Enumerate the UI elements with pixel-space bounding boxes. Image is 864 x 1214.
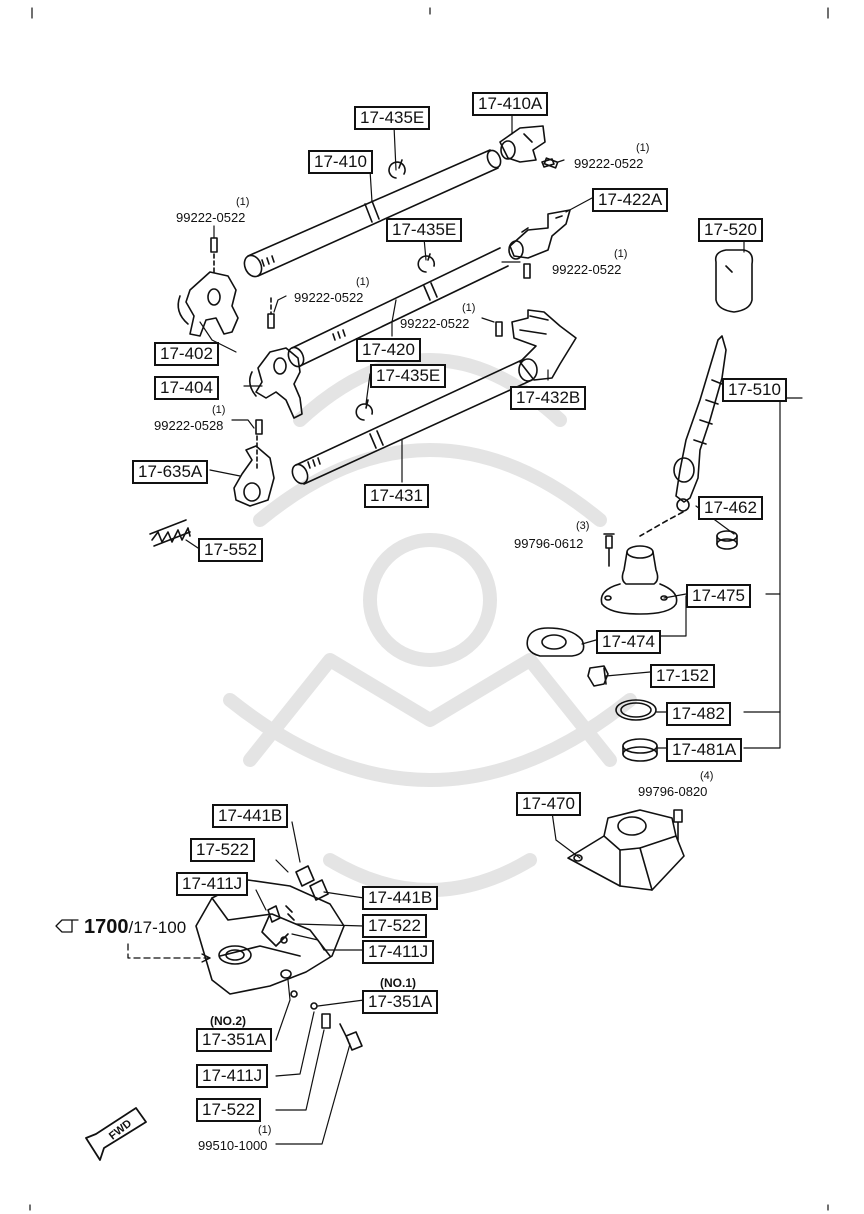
callout-17-422A: 17-422A	[592, 188, 669, 212]
shift-lever-17-510	[673, 335, 727, 512]
callout-17-482: 17-482	[666, 702, 731, 726]
note-no1: (NO.1)	[380, 976, 416, 990]
shift-rod-17-431	[291, 359, 533, 485]
shift-fork-17-402	[177, 271, 239, 337]
callout-17-441B-right: 17-441B	[362, 886, 439, 910]
rod-end-17-410A	[499, 125, 555, 168]
part-number-p2: 99222-0522	[176, 210, 246, 225]
callout-17-522-upper: 17-522	[190, 838, 255, 862]
callout-17-435E-top: 17-435E	[354, 106, 431, 130]
bushing-17-462	[716, 530, 738, 550]
callout-17-431: 17-431	[364, 484, 429, 508]
callout-17-635A: 17-635A	[132, 460, 209, 484]
callout-17-402: 17-402	[154, 342, 219, 366]
callout-17-420: 17-420	[356, 338, 421, 362]
part-number-p8: 99796-0820	[638, 784, 708, 799]
rod-end-17-422A	[508, 209, 571, 260]
callout-17-481A: 17-481A	[666, 738, 743, 762]
qty-p8: (4)	[700, 770, 714, 782]
qty-p1: (1)	[636, 142, 650, 154]
reference-subgroup: /17-100	[128, 918, 187, 937]
shift-rod-17-420	[287, 247, 509, 368]
qty-p5: (1)	[462, 302, 476, 314]
callout-17-520: 17-520	[698, 218, 763, 242]
housing-17-475	[600, 545, 678, 615]
callout-17-441B-upper: 17-441B	[212, 804, 289, 828]
callout-17-351A-no2: 17-351A	[196, 1028, 273, 1052]
qty-p3: (1)	[614, 248, 628, 260]
callout-leaders	[185, 111, 803, 1145]
callout-17-470: 17-470	[516, 792, 581, 816]
callout-17-410: 17-410	[308, 150, 373, 174]
case-17-470	[567, 809, 685, 891]
callout-17-152: 17-152	[650, 664, 715, 688]
callout-17-522-lower: 17-522	[196, 1098, 261, 1122]
leader-dashes	[213, 253, 272, 471]
rod-end-17-432B	[511, 309, 577, 382]
part-number-p4: 99222-0522	[294, 290, 364, 305]
bolt-99796-0820	[673, 809, 683, 841]
part-number-p3: 99222-0522	[552, 262, 622, 277]
gasket-17-474	[526, 627, 585, 657]
fwd-arrow-icon	[85, 1107, 147, 1161]
reference-group: 1700	[84, 916, 129, 938]
part-number-p5: 99222-0522	[400, 316, 470, 331]
callout-17-475: 17-475	[686, 584, 751, 608]
bracket-17-635A	[233, 445, 275, 507]
e-clip-lower	[355, 399, 374, 421]
qty-p2: (1)	[236, 196, 250, 208]
shift-knob-17-520	[714, 249, 754, 313]
part-number-p1: 99222-0522	[574, 156, 644, 171]
callout-17-522-right: 17-522	[362, 914, 427, 938]
shift-fork-17-404	[248, 347, 303, 419]
callout-17-411J-lower: 17-411J	[196, 1064, 269, 1088]
callout-17-411J-right: 17-411J	[362, 940, 435, 964]
roll-pins	[210, 157, 559, 435]
e-clip-top	[388, 159, 406, 179]
plug-17-152	[587, 665, 609, 687]
bolt-99796-0612	[603, 533, 615, 567]
spring-17-552	[149, 519, 191, 547]
callout-17-474: 17-474	[596, 630, 661, 654]
corner-marks	[29, 7, 829, 1211]
qty-p7: (3)	[576, 520, 590, 532]
reference-link[interactable]: 1700/17-100	[84, 916, 186, 939]
reference-arrow	[55, 919, 211, 963]
case-small-parts	[267, 865, 363, 1051]
e-clip-middle	[417, 253, 436, 273]
qty-p6: (1)	[212, 404, 226, 416]
part-number-p9: 99510-1000	[198, 1138, 268, 1153]
callout-17-552: 17-552	[198, 538, 263, 562]
callout-17-510: 17-510	[722, 378, 787, 402]
callout-17-435E-lower: 17-435E	[370, 364, 447, 388]
callout-17-432B: 17-432B	[510, 386, 587, 410]
callout-17-411J-upper: 17-411J	[176, 872, 249, 896]
callout-17-462: 17-462	[698, 496, 763, 520]
qty-p4: (1)	[356, 276, 370, 288]
qty-p9: (1)	[258, 1124, 272, 1136]
shift-rod-17-410	[243, 149, 502, 278]
callout-17-351A-no1: 17-351A	[362, 990, 439, 1014]
callout-17-404: 17-404	[154, 376, 219, 400]
note-no2: (NO.2)	[210, 1014, 246, 1028]
part-number-p6: 99222-0528	[154, 418, 224, 433]
callout-17-435E-middle: 17-435E	[386, 218, 463, 242]
part-number-p7: 99796-0612	[514, 536, 584, 551]
ring-17-481A	[622, 738, 658, 762]
ring-17-482	[615, 699, 657, 721]
callout-17-410A: 17-410A	[472, 92, 549, 116]
